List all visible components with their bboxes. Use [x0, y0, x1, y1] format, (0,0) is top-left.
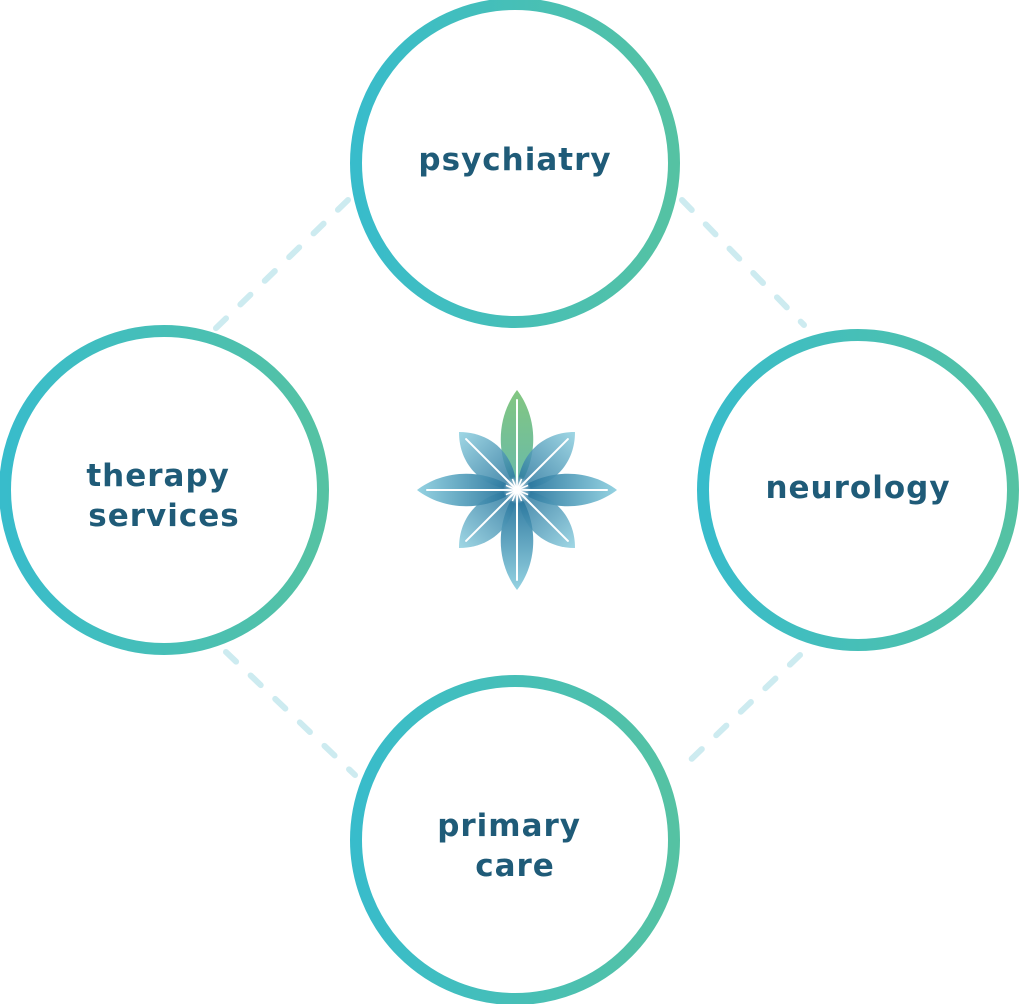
node-left: therapy services	[0, 325, 329, 655]
node-top-label: psychiatry	[418, 142, 611, 178]
connector-left-bottom	[223, 649, 358, 778]
node-top-line-1: psychiatry	[418, 142, 611, 178]
connector-right-bottom	[677, 652, 803, 773]
node-bottom-line-2: care	[475, 848, 555, 884]
node-bottom-ring	[350, 675, 680, 1004]
node-left-ring	[0, 325, 329, 655]
node-bottom-label: primary care	[437, 808, 593, 884]
connector-top-right	[679, 197, 807, 328]
connectors	[209, 197, 807, 778]
node-left-line-1: therapy	[86, 458, 230, 494]
node-right-ring	[697, 329, 1019, 651]
node-bottom-line-1: primary	[437, 808, 581, 844]
node-left-line-2: services	[88, 498, 239, 534]
lotus-star-logo-icon	[417, 390, 617, 590]
node-right: neurology	[697, 329, 1019, 651]
node-top: psychiatry	[350, 0, 680, 328]
connector-top-left	[209, 197, 351, 335]
node-left-label: therapy services	[86, 458, 241, 534]
node-right-line-1: neurology	[765, 470, 950, 506]
node-right-label: neurology	[765, 470, 950, 506]
node-bottom: primary care	[350, 675, 680, 1004]
node-top-ring	[350, 0, 680, 328]
